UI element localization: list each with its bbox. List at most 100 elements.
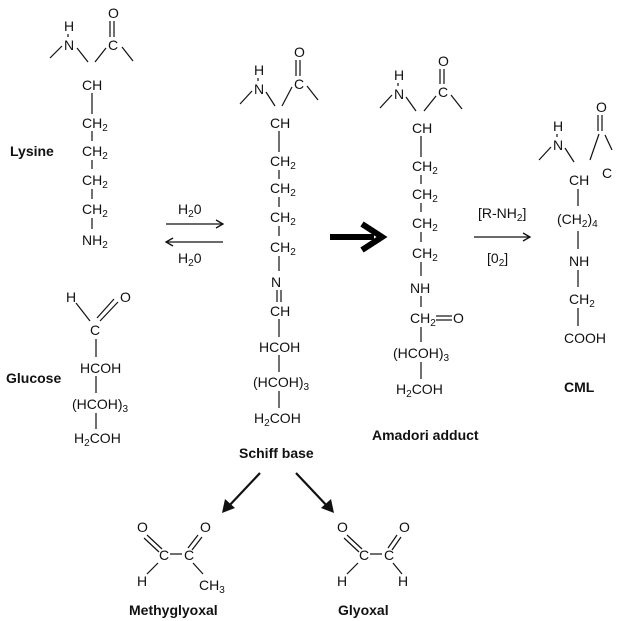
reagent-r-nh2: [R-NH2] bbox=[478, 205, 526, 224]
atom-h: H bbox=[64, 18, 74, 34]
bond bbox=[265, 91, 276, 107]
atom-h: H bbox=[337, 573, 347, 589]
atom-c: C bbox=[294, 76, 304, 92]
atom-ch2: CH2 bbox=[270, 209, 296, 228]
atom-nh2: NH2 bbox=[82, 232, 108, 251]
atom-c: C bbox=[184, 547, 194, 563]
atom-n: N bbox=[254, 81, 264, 97]
label-glyoxal: Glyoxal bbox=[338, 602, 389, 618]
atom-nh: NH bbox=[569, 253, 589, 269]
bond bbox=[96, 298, 115, 319]
atom-n: N bbox=[64, 37, 74, 53]
atom-c: C bbox=[159, 547, 169, 563]
atom-ch: CH bbox=[270, 115, 290, 131]
atom-o: O bbox=[108, 5, 119, 21]
bond bbox=[239, 90, 253, 105]
atom-h2coh: H2COH bbox=[396, 381, 443, 400]
bond bbox=[423, 95, 437, 112]
atom-ch: CH bbox=[569, 172, 589, 188]
bond bbox=[187, 534, 199, 549]
bond bbox=[379, 94, 393, 109]
atom-ch2: CH2 bbox=[82, 201, 108, 220]
atom-h2coh: H2COH bbox=[74, 430, 121, 449]
label-cml: CML bbox=[564, 379, 595, 395]
bond bbox=[346, 534, 363, 550]
bond bbox=[346, 562, 359, 575]
atom-o: O bbox=[294, 44, 305, 60]
atom-h2coh: H2COH bbox=[254, 410, 301, 429]
atom-ch: CH bbox=[82, 77, 102, 93]
atom-h: H bbox=[137, 573, 147, 589]
label-glucose: Glucose bbox=[6, 370, 61, 386]
arrow-forward-head bbox=[215, 219, 225, 229]
label-methylglyoxal: Methyglyoxal bbox=[129, 602, 218, 618]
bond bbox=[387, 534, 398, 549]
atom-o: O bbox=[399, 519, 410, 535]
glyoxal-structure: O O C C H H bbox=[337, 519, 410, 589]
bond bbox=[281, 86, 293, 107]
atom-c: C bbox=[90, 322, 100, 338]
atom-h: H bbox=[66, 289, 76, 305]
atom-ch2: CH2 bbox=[270, 153, 296, 172]
atom-o: O bbox=[200, 519, 211, 535]
bond bbox=[392, 562, 403, 575]
bond bbox=[589, 133, 600, 161]
reagent-h2o-reverse: H20 bbox=[178, 250, 202, 269]
degradation-arrows bbox=[222, 472, 334, 513]
atom-h: H bbox=[398, 573, 408, 589]
atom-ch2: CH2 bbox=[412, 158, 438, 177]
atom-ch2: CH2 bbox=[412, 215, 438, 234]
atom-cooh: COOH bbox=[564, 330, 606, 346]
atom-n: N bbox=[394, 86, 404, 102]
atom-hcoh: HCOH bbox=[80, 360, 121, 376]
arrow-to-methylglyoxal bbox=[226, 472, 261, 509]
bond bbox=[121, 46, 134, 62]
atom-o: O bbox=[120, 289, 131, 305]
bond bbox=[450, 94, 463, 110]
bond bbox=[146, 534, 163, 550]
bond bbox=[191, 536, 203, 551]
atom-ch3: CH3 bbox=[199, 577, 225, 596]
atom-hcoh: HCOH bbox=[259, 339, 300, 355]
amadori-adduct-structure: H N O C CH CH2 CH2 CH2 CH2 NH CH2 O (HCO… bbox=[379, 53, 464, 400]
bond bbox=[99, 301, 119, 322]
atom-ch: CH bbox=[412, 120, 432, 136]
cml-structure: H N O C CH (CH2)4 NH CH2 COOH bbox=[538, 99, 613, 346]
atom-c: C bbox=[108, 37, 118, 53]
bond bbox=[94, 47, 107, 63]
bond bbox=[391, 536, 402, 551]
bond bbox=[49, 45, 63, 59]
arrow-to-glyoxal bbox=[295, 472, 330, 509]
atom-o: O bbox=[137, 519, 148, 535]
schiff-base-structure: H N O C CH CH2 CH2 CH2 CH2 N CH HCOH (HC… bbox=[239, 44, 319, 429]
label-lysine: Lysine bbox=[10, 143, 54, 159]
atom-c: C bbox=[359, 547, 369, 563]
bond bbox=[143, 537, 160, 553]
glucose-structure: H O C HCOH (HCOH)3 H2COH bbox=[66, 289, 131, 449]
big-arrow-head bbox=[360, 221, 388, 253]
atom-o: O bbox=[337, 519, 348, 535]
reagent-h2o-forward: H20 bbox=[178, 201, 202, 220]
atom-ch2: CH2 bbox=[412, 245, 438, 264]
atom-hcoh-repeat: (HCOH)3 bbox=[253, 374, 310, 393]
atom-h: H bbox=[394, 67, 404, 83]
bond bbox=[538, 146, 552, 161]
bond bbox=[343, 537, 360, 553]
atom-ch2-carbonyl: CH2 bbox=[410, 310, 436, 329]
rearrangement-arrow bbox=[330, 221, 388, 253]
arrow-to-methylglyoxal-head bbox=[222, 499, 235, 513]
label-amadori-adduct: Amadori adduct bbox=[372, 427, 479, 443]
atom-ch2: CH2 bbox=[270, 180, 296, 199]
atom-hcoh-repeat: (HCOH)3 bbox=[393, 345, 450, 364]
atom-h: H bbox=[254, 62, 264, 78]
bond bbox=[75, 302, 91, 322]
bond bbox=[604, 134, 613, 151]
bond bbox=[564, 147, 575, 163]
atom-ch2: CH2 bbox=[412, 186, 438, 205]
reagent-o2: [02] bbox=[487, 250, 508, 269]
bond bbox=[76, 47, 89, 63]
arrow-reverse-head bbox=[164, 237, 174, 247]
lysine-structure: H N O C CH CH2 CH2 CH2 CH2 NH2 bbox=[49, 5, 134, 251]
atom-n: N bbox=[271, 274, 281, 290]
atom-o: O bbox=[596, 99, 607, 115]
